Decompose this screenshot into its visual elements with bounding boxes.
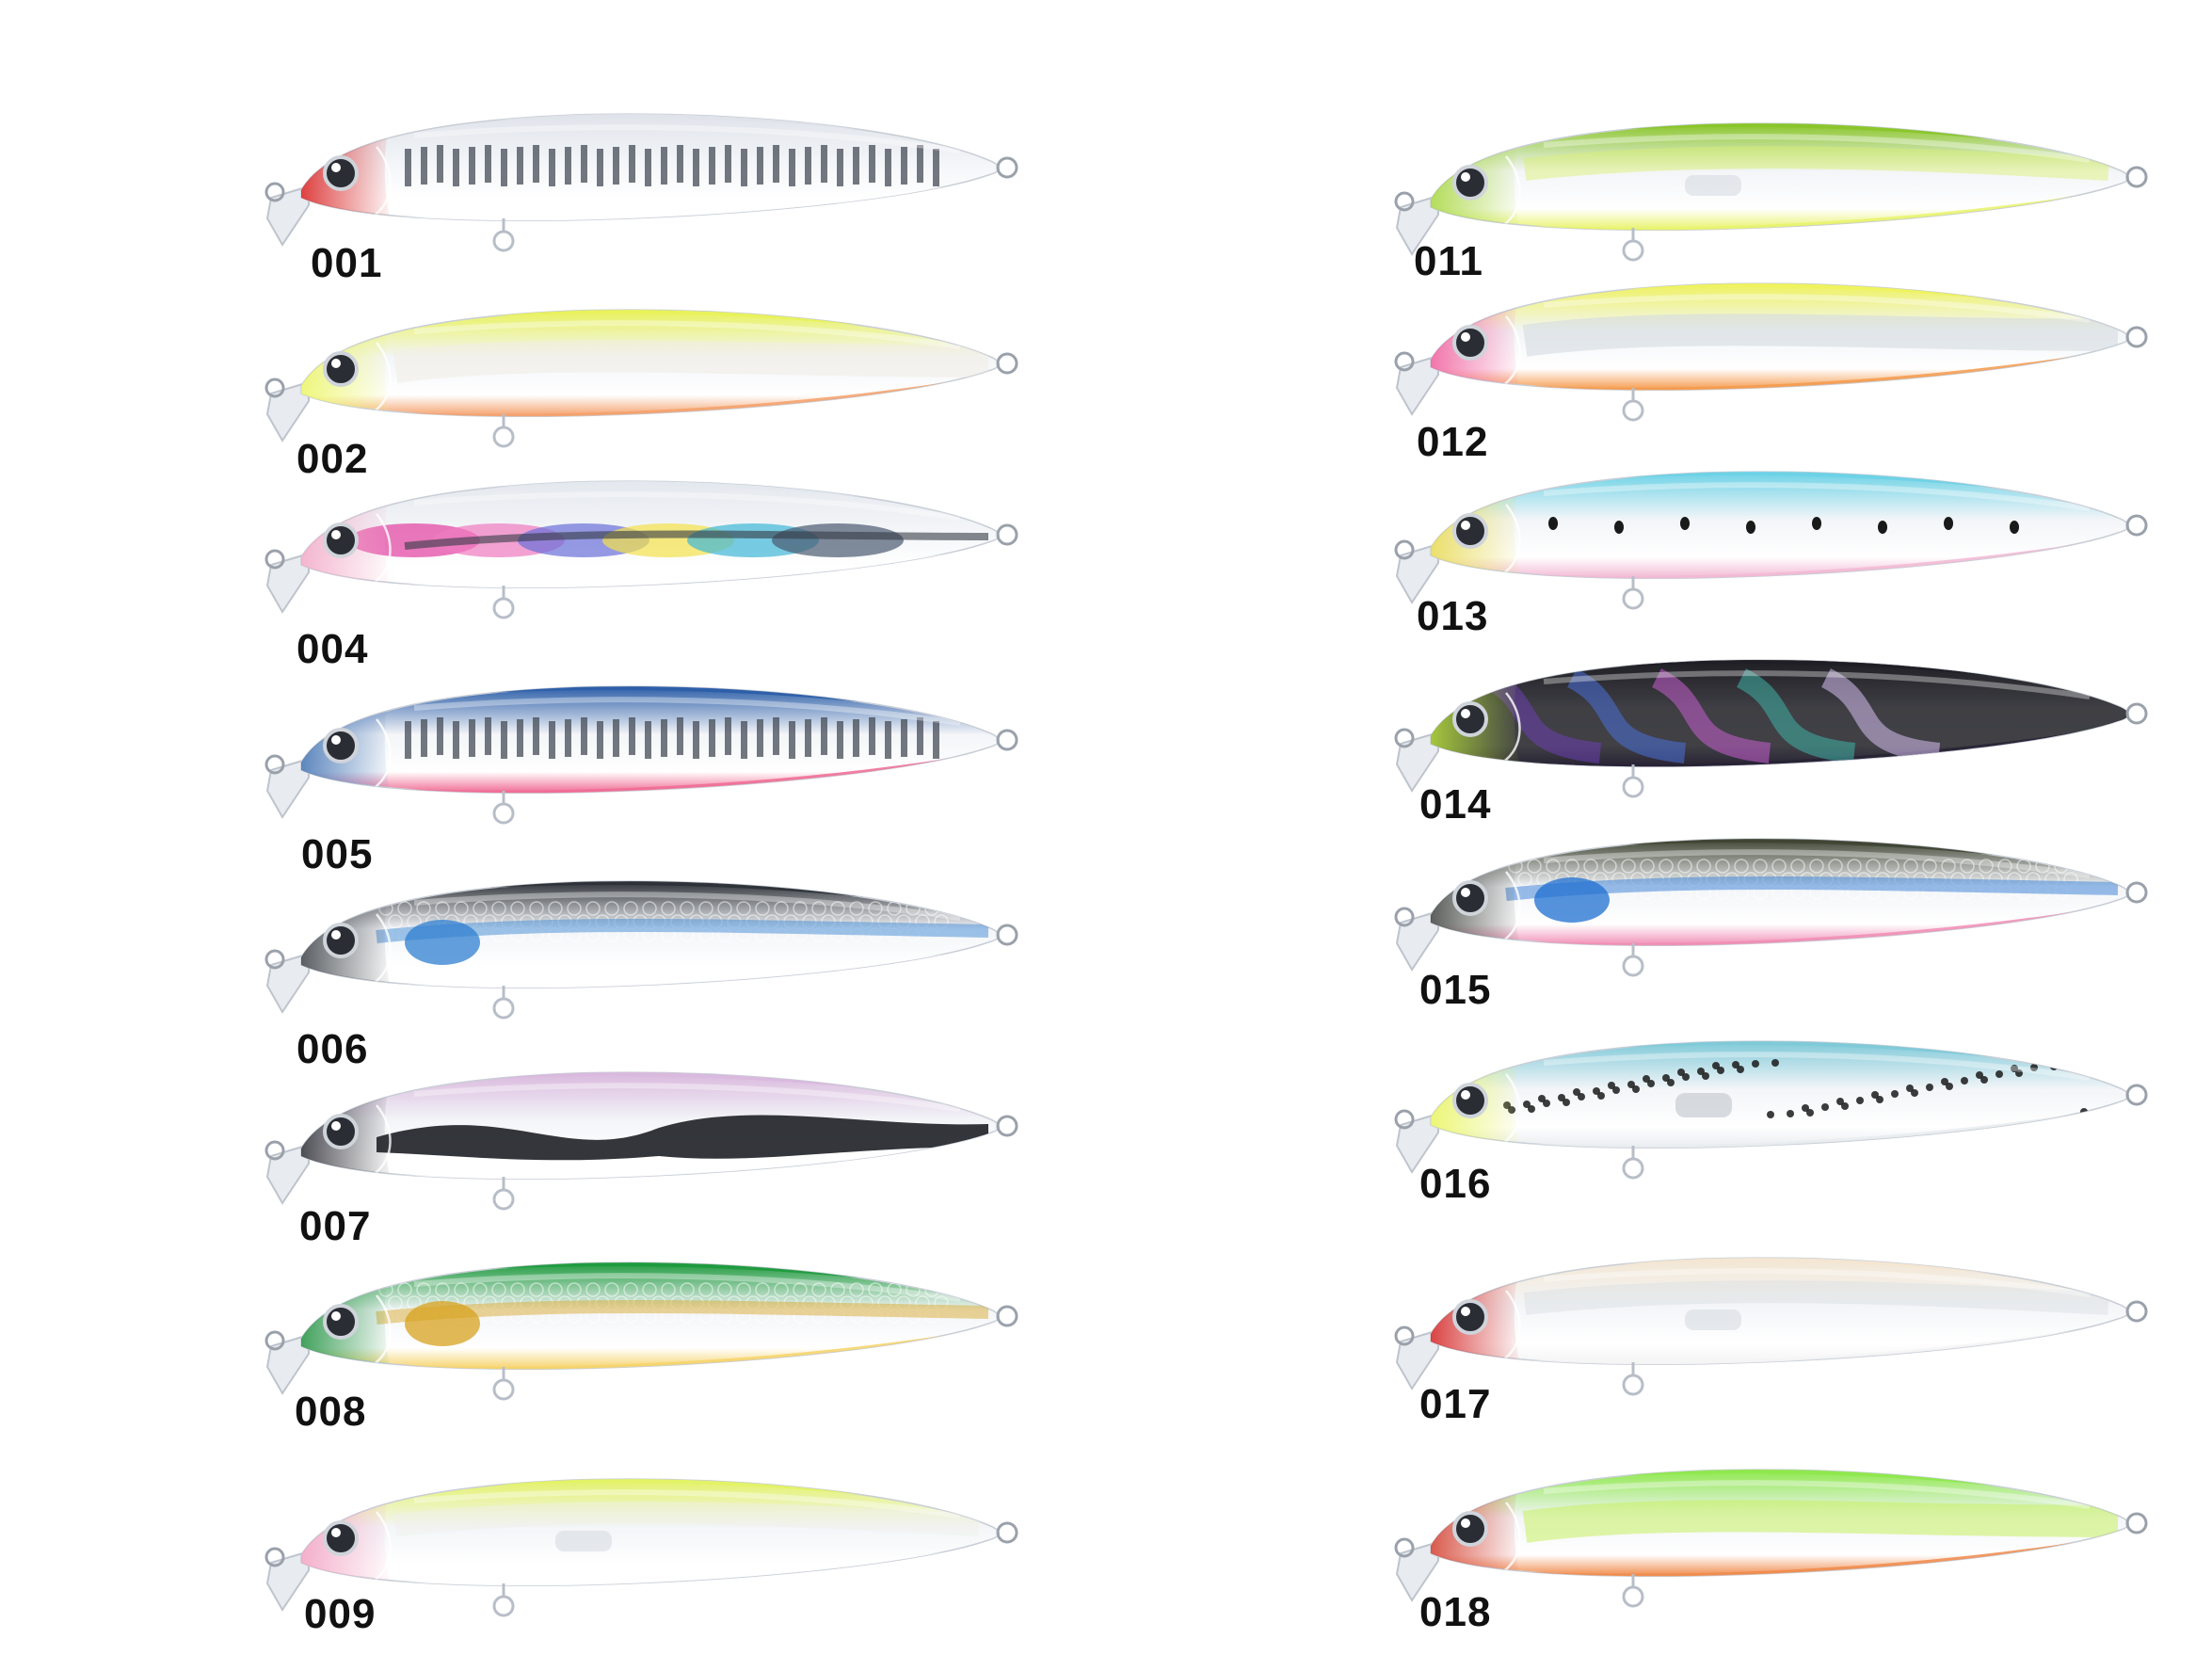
lure-item xyxy=(264,471,1073,659)
lure-image xyxy=(264,113,1018,252)
color-code-label: 015 xyxy=(1419,967,1492,1013)
color-code-label: 004 xyxy=(297,626,369,672)
color-code-label: 002 xyxy=(297,436,369,482)
lure-image xyxy=(1394,471,2148,610)
lure-item xyxy=(1393,1247,2203,1436)
lure-item xyxy=(264,676,1073,864)
lure-item xyxy=(264,1469,1073,1657)
lure-eye xyxy=(323,1114,359,1149)
lure-item xyxy=(1393,1459,2203,1647)
lure-item xyxy=(1393,650,2203,838)
lure-eye xyxy=(1452,513,1488,549)
lure-eye xyxy=(1452,325,1488,361)
lure-item xyxy=(1393,1031,2203,1219)
lure-eye xyxy=(1452,880,1488,916)
lure-item xyxy=(1393,828,2203,1017)
color-code-label: 006 xyxy=(297,1026,369,1072)
lure-item xyxy=(264,104,1073,292)
lure-eye xyxy=(1452,701,1488,737)
color-code-label: 009 xyxy=(304,1591,377,1637)
lure-item xyxy=(1393,273,2203,461)
lure-image xyxy=(1394,1469,2148,1608)
color-code-label: 012 xyxy=(1417,419,1489,465)
right-column: 011 012 013 014 015 016 017 018 xyxy=(1393,0,2212,1671)
lure-image xyxy=(1394,122,2148,262)
color-code-label: 013 xyxy=(1417,593,1489,639)
lure-image xyxy=(264,1261,1018,1401)
lure-eye xyxy=(1452,1083,1488,1118)
lure-image xyxy=(264,1478,1018,1617)
lure-image xyxy=(1394,659,2148,798)
color-code-label: 005 xyxy=(301,831,374,877)
color-code-label: 018 xyxy=(1419,1589,1492,1635)
lure-eye xyxy=(323,1520,359,1556)
lure-image xyxy=(264,309,1018,448)
lure-item xyxy=(264,1062,1073,1250)
color-code-label: 008 xyxy=(295,1389,367,1435)
lure-image xyxy=(264,880,1018,1020)
lure-item xyxy=(1393,461,2203,650)
lure-eye xyxy=(1452,1299,1488,1335)
color-code-label: 017 xyxy=(1419,1381,1492,1427)
lure-eye xyxy=(1452,165,1488,201)
lure-eye xyxy=(323,155,359,191)
lure-image xyxy=(264,1071,1018,1211)
lure-image xyxy=(1394,838,2148,977)
lure-image xyxy=(1394,282,2148,422)
lure-image xyxy=(1394,1257,2148,1396)
lure-image xyxy=(264,480,1018,619)
lure-eye xyxy=(323,351,359,387)
color-code-label: 016 xyxy=(1419,1161,1492,1207)
lure-image xyxy=(1394,1040,2148,1180)
lure-item xyxy=(264,299,1073,488)
lure-eye xyxy=(1452,1511,1488,1547)
lure-eye xyxy=(323,923,359,958)
lure-item xyxy=(264,871,1073,1059)
left-column: 001 002 004 005 006 007 008 009 xyxy=(264,0,1205,1671)
lure-eye xyxy=(323,522,359,558)
lure-item xyxy=(1393,113,2203,301)
color-code-label: 014 xyxy=(1419,781,1492,827)
color-code-label: 007 xyxy=(299,1203,372,1249)
lure-image xyxy=(264,685,1018,825)
lure-item xyxy=(264,1252,1073,1440)
lure-eye xyxy=(323,728,359,763)
color-code-label: 001 xyxy=(311,240,383,286)
color-code-label: 011 xyxy=(1414,238,1483,284)
lure-eye xyxy=(323,1304,359,1340)
